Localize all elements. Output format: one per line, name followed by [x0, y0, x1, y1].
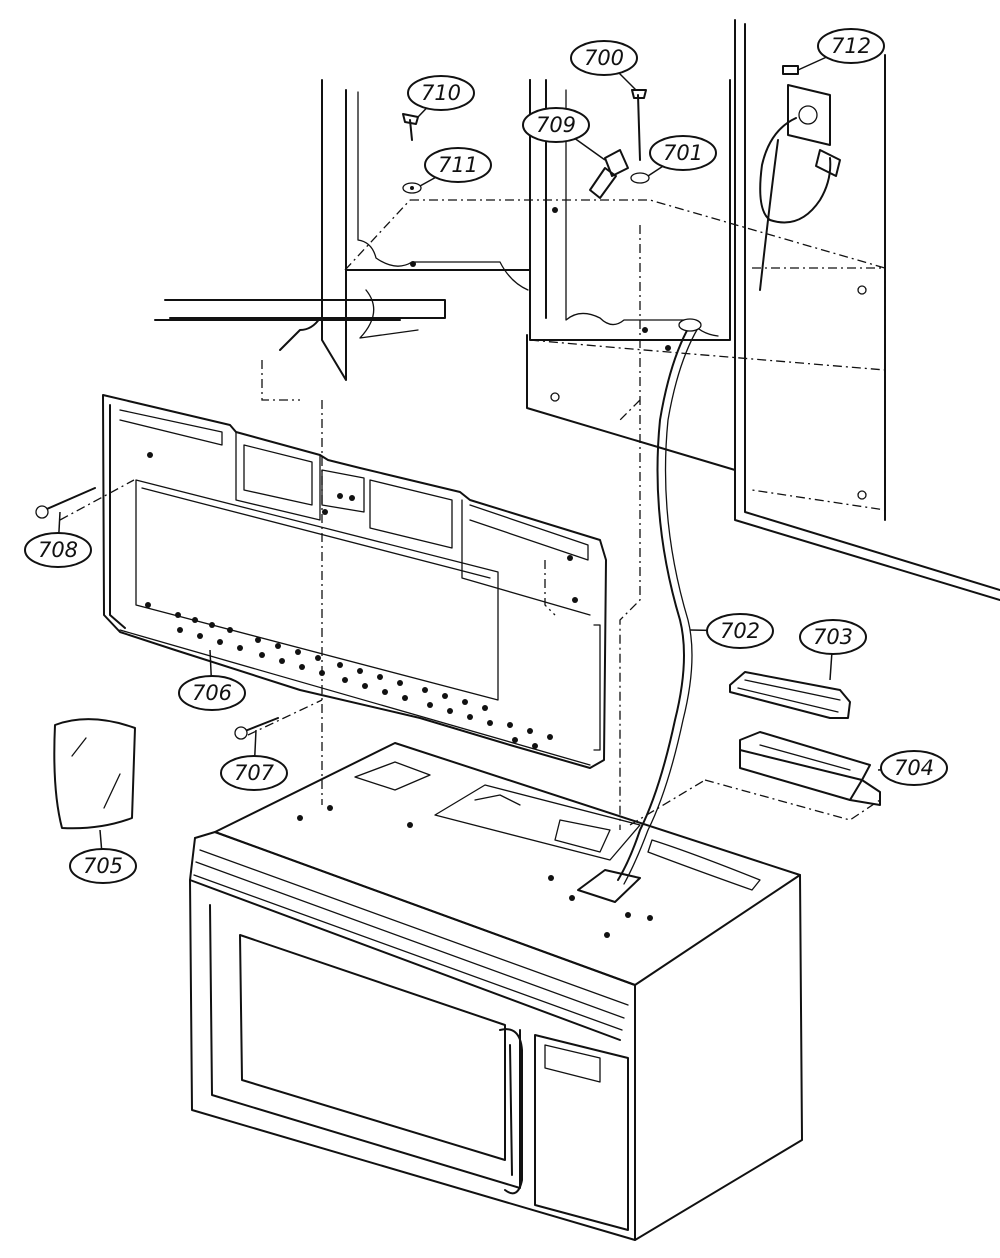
alignment-lines: [59, 225, 881, 830]
power-cord-inner: [623, 327, 699, 885]
callout-bubble: [69, 848, 137, 884]
callout-bubble: [24, 532, 92, 568]
callout-label: 707: [234, 761, 275, 785]
power-cord: [617, 324, 691, 881]
callout-710: 710: [407, 75, 475, 118]
callout-707: 707: [220, 729, 288, 791]
wall-cabinets: [154, 19, 1000, 601]
callout-711: 711: [419, 147, 492, 187]
callout-bubble: [220, 755, 288, 791]
callout-label: 704: [894, 756, 934, 780]
callout-709: 709: [522, 107, 606, 161]
callout-bubble: [880, 750, 948, 786]
callout-bubble: [649, 135, 717, 171]
callout-bubble: [706, 613, 774, 649]
callout-705: 705: [69, 829, 137, 884]
callout-704: 704: [877, 750, 948, 786]
callout-label: 705: [83, 854, 123, 878]
callout-bubble: [424, 147, 492, 183]
callout-bubble: [407, 75, 475, 111]
charcoal-filter: [729, 671, 851, 719]
callout-bubble: [522, 107, 590, 143]
callout-bubble: [570, 40, 638, 76]
callouts-layer: 700 701 702 703 704 705 706 707 708 709 710 711 712: [24, 28, 948, 884]
callout-bubble: [817, 28, 885, 64]
callout-label: 708: [38, 538, 78, 562]
callout-701: 701: [647, 135, 717, 177]
callout-703: 703: [799, 619, 867, 681]
mounting-plate: [102, 394, 607, 769]
callout-706: 706: [178, 649, 246, 711]
callout-label: 710: [421, 81, 461, 105]
callout-label: 711: [438, 153, 478, 177]
callout-708: 708: [24, 511, 92, 568]
callout-label: 700: [584, 46, 624, 70]
hardware-parts: [35, 65, 799, 740]
callout-label: 703: [813, 625, 853, 649]
callout-label: 702: [720, 619, 760, 643]
callout-712: 712: [797, 28, 885, 71]
callout-label: 706: [192, 681, 232, 705]
microwave-oven: [189, 742, 803, 1241]
terminal-box: [739, 731, 881, 806]
template-bag: [53, 718, 136, 830]
callout-bubble: [799, 619, 867, 655]
callout-label: 712: [831, 34, 871, 58]
callout-label: 701: [663, 141, 703, 165]
callout-bubble: [178, 675, 246, 711]
callout-702: 702: [689, 613, 774, 649]
callout-700: 700: [570, 40, 638, 91]
callout-label: 709: [536, 113, 576, 137]
